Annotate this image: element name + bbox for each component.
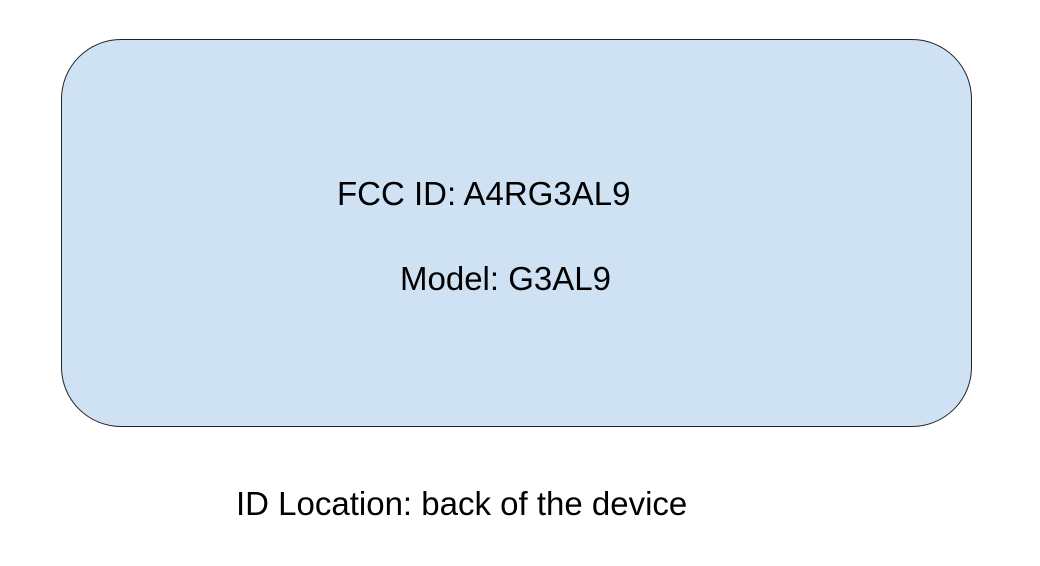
id-location-caption: ID Location: back of the device — [236, 485, 688, 522]
fcc-id-text: FCC ID: A4RG3AL9 — [337, 175, 631, 212]
device-label-box — [61, 39, 972, 427]
model-text: Model: G3AL9 — [400, 260, 611, 297]
